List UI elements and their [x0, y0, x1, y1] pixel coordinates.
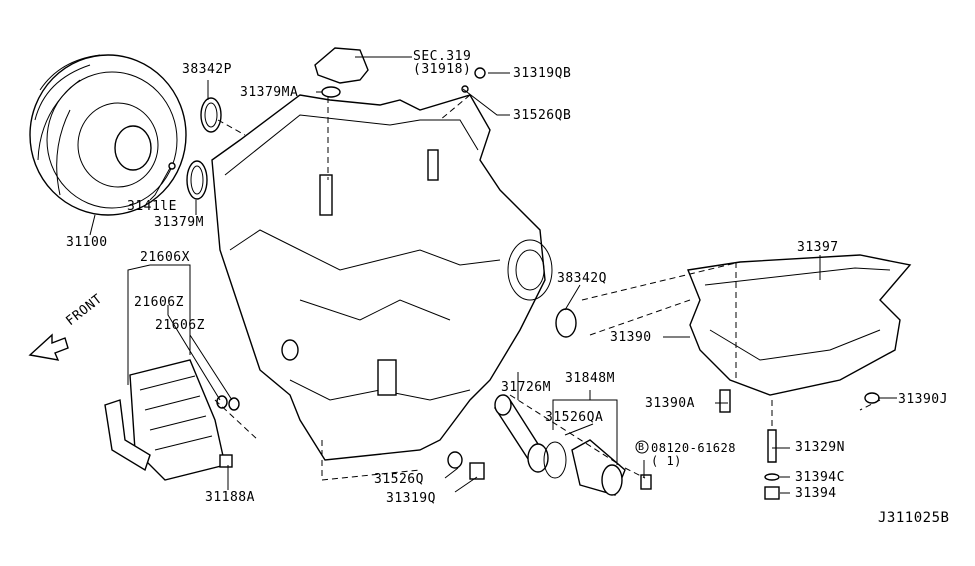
label-21606Z-a: 21606Z [134, 295, 184, 310]
sec319-part [314, 47, 369, 84]
oil-cooler [104, 359, 240, 481]
label-31319Q: 31319Q [386, 491, 436, 506]
label-31100: 31100 [66, 235, 108, 250]
label-21606X: 21606X [140, 250, 190, 265]
label-31390J: 31390J [898, 392, 948, 407]
label-31526QB: 31526QB [513, 108, 572, 123]
label-31379MA: 31379MA [240, 85, 299, 100]
label-31188A: 31188A [205, 490, 255, 505]
seal-38342Q [555, 308, 577, 338]
label-31394: 31394 [795, 486, 837, 501]
label-31397: 31397 [797, 240, 839, 255]
label-31526Q: 31526Q [374, 472, 424, 487]
oil-pan [687, 254, 912, 500]
label-31411E: 3141lE [127, 199, 177, 214]
label-31726M: 31726M [501, 380, 551, 395]
label-31390A: 31390A [645, 396, 695, 411]
label-31526QA: 31526QA [545, 410, 604, 425]
label-31390: 31390 [610, 330, 652, 345]
label-31379M: 31379M [154, 215, 204, 230]
label-21606Z-b: 21606Z [155, 318, 205, 333]
label-sec319: SEC.319 [413, 49, 472, 64]
label-bolt-qty: ( 1) [651, 454, 682, 468]
label-bolt-code: 08120-61628 [651, 441, 736, 455]
front-arrow-icon [28, 333, 69, 361]
transmission-case [211, 94, 553, 461]
seal-31379MA [321, 86, 341, 98]
torque-converter [29, 54, 187, 216]
label-38342Q: 38342Q [557, 271, 607, 286]
seal-38342P [200, 97, 222, 133]
label-31329N: 31329N [795, 440, 845, 455]
label-31394C: 31394C [795, 470, 845, 485]
label-sec319-sub: (31918) [413, 62, 472, 77]
filter-parts [281, 339, 652, 496]
bolt-mark: B [638, 442, 645, 453]
label-38342P: 38342P [182, 62, 232, 77]
label-31848M: 31848M [565, 371, 615, 386]
seal-31379M [186, 160, 208, 200]
diagram-id: J311025B [878, 510, 950, 526]
label-31319QB: 31319QB [513, 66, 572, 81]
